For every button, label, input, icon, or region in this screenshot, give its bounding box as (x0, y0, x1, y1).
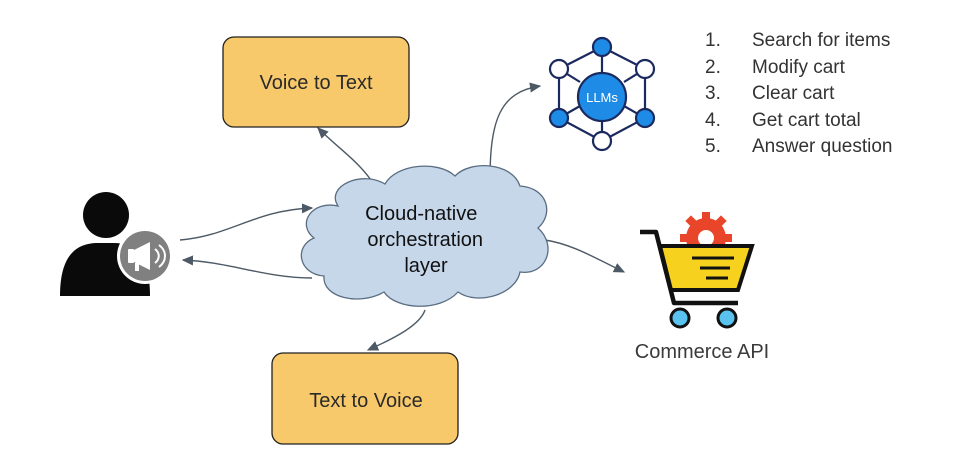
orchestration-cloud: Cloud-native orchestration layer (300, 165, 549, 307)
voice-to-text-box: Voice to Text (222, 36, 410, 128)
list-item: 3.Clear cart (705, 83, 835, 104)
arrow-cloud-to-llms (489, 82, 542, 181)
megaphone-icon (128, 242, 166, 271)
arrow-cloud-to-voice-to-text (317, 127, 376, 187)
shopping-cart-gear-icon: Commerce API (635, 212, 769, 363)
arrow-cloud-to-user (181, 255, 313, 279)
text-to-voice-label: Text to Voice (309, 390, 422, 412)
capabilities-list: 1.Search for items 2.Modify cart 3.Clear… (705, 28, 892, 161)
arrow-cloud-to-text-to-voice (366, 309, 426, 351)
list-item: 4.Get cart total (705, 109, 861, 131)
llm-network-icon: LLMs (548, 36, 656, 152)
arrow-user-to-cloud (179, 203, 314, 241)
cloud-label-line-2: orchestration (367, 229, 483, 251)
svg-text:Cloud-native orchestrati: Cloud-native orchestration layer (365, 203, 489, 277)
voice-to-text-label: Voice to Text (259, 72, 372, 94)
llm-badge-label: LLMs (586, 90, 618, 105)
list-item: 5.Answer question (705, 136, 893, 157)
commerce-api-label: Commerce API (635, 341, 769, 363)
arrow-cloud-to-commerce (544, 239, 626, 273)
list-item: 1.Search for items (705, 30, 891, 51)
user-with-megaphone-icon (60, 192, 173, 296)
text-to-voice-box: Text to Voice (271, 352, 459, 445)
list-item: 2.Modify cart (705, 56, 845, 78)
cloud-label-line-1: Cloud-native (365, 203, 477, 225)
cloud-label-line-3: layer (404, 255, 448, 277)
